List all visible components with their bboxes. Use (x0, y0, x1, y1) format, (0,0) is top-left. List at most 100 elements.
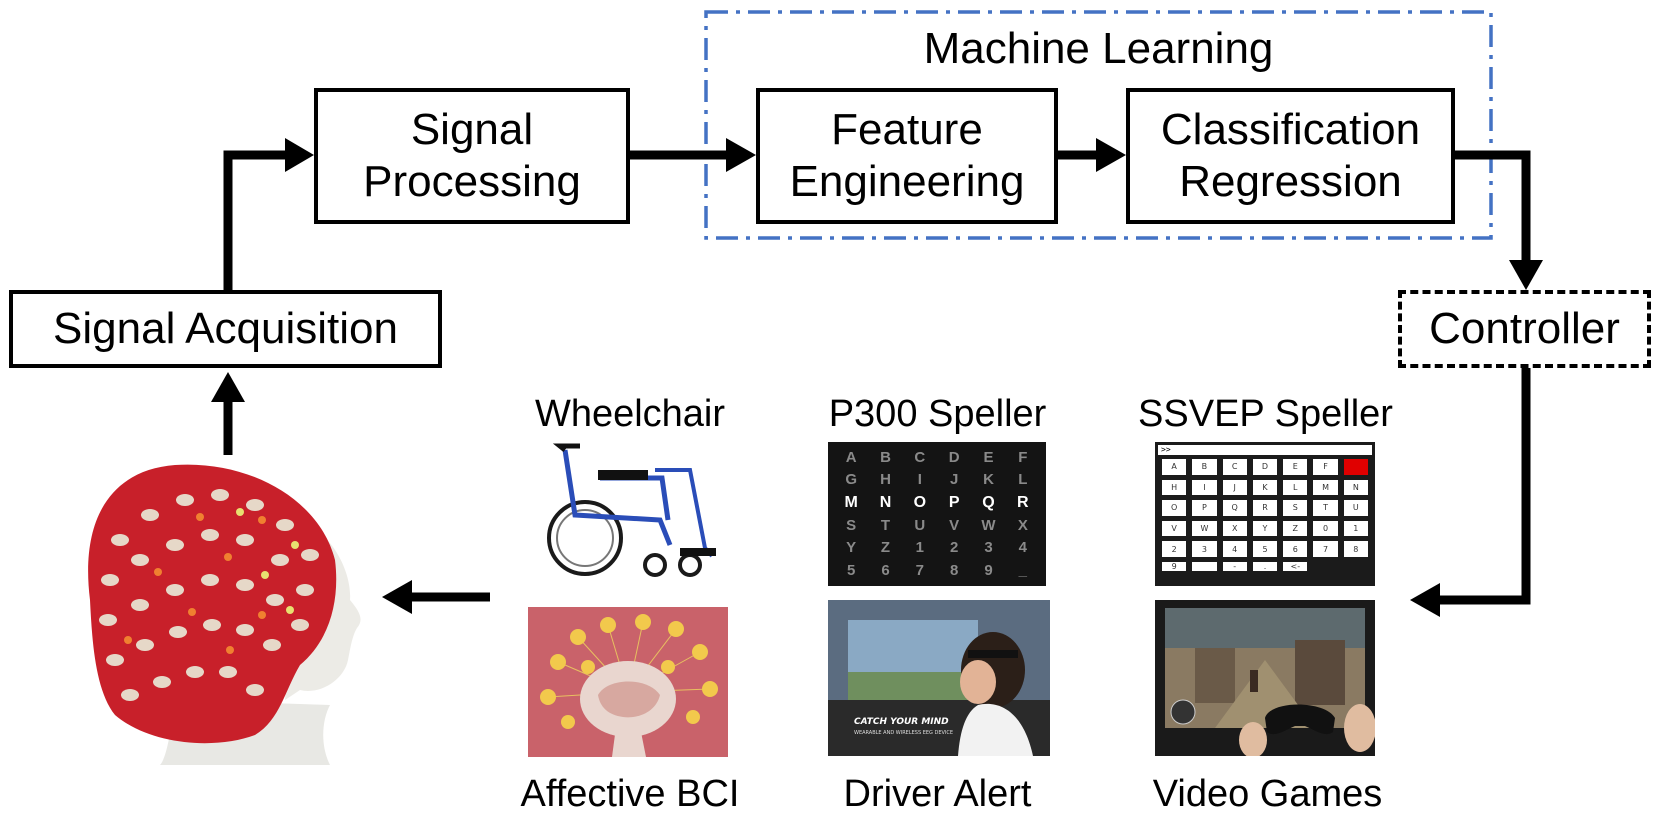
classification-regression-box: Classification Regression (1126, 88, 1455, 224)
ssvep-key: . (1252, 562, 1278, 571)
ssvep-key: 3 (1192, 541, 1217, 557)
ssvep-key: 8 (1343, 541, 1368, 557)
p300-cell: L (1018, 471, 1028, 489)
p300-cell: 7 (915, 562, 924, 580)
p300-cell: X (1017, 516, 1028, 534)
ssvep-key: C (1222, 459, 1247, 475)
p300-cell: D (948, 448, 960, 466)
ssvep-key: S (1283, 500, 1308, 516)
p300-cell: 8 (949, 562, 959, 580)
affective-bci-image (528, 607, 728, 757)
p300-cell: 3 (984, 539, 993, 557)
ssvep-key: V (1162, 520, 1187, 537)
ssvep-key: - (1222, 562, 1247, 571)
controller-box: Controller (1398, 290, 1651, 368)
p300-cell: W (981, 516, 996, 534)
ssvep-key: K (1252, 479, 1278, 496)
ssvep-speller-caption: SSVEP Speller (1138, 393, 1393, 435)
ssvep-key: 7 (1313, 541, 1338, 557)
video-games-image (1155, 600, 1375, 756)
p300-cell: B (880, 448, 891, 466)
ssvep-key: 9 (1162, 562, 1187, 571)
arrow-classification-to-controller (1455, 150, 1543, 290)
wheelchair-caption: Wheelchair (534, 393, 726, 435)
regression-label-line2: Regression (1179, 157, 1402, 206)
p300-cell: O (913, 493, 927, 511)
arrow-processing-to-feature (630, 138, 756, 172)
signal-processing-box: Signal Processing (314, 88, 630, 224)
cap-electrodes-orange (124, 513, 266, 654)
ssvep-key: Z (1283, 520, 1308, 537)
ssvep-key: O (1162, 500, 1187, 516)
ssvep-prompt-bar: >> (1158, 445, 1372, 455)
p300-cell: V (949, 516, 960, 534)
video-games-caption: Video Games (1152, 773, 1383, 815)
p300-cell: 1 (915, 539, 924, 557)
signal-acquisition-box: Signal Acquisition (9, 290, 442, 368)
ssvep-key: 1 (1343, 520, 1368, 537)
ssvep-key: B (1192, 459, 1217, 475)
p300-speller-caption: P300 Speller (828, 393, 1047, 435)
ssvep-key: 0 (1313, 520, 1338, 537)
p300-cell: 6 (881, 562, 890, 580)
p300-cell: S (846, 516, 857, 534)
signal-processing-label-line1: Signal (410, 105, 534, 154)
p300-cell: P (948, 493, 960, 511)
p300-cell: 5 (846, 562, 856, 580)
p300-cell: E (983, 448, 994, 466)
ssvep-key: 5 (1252, 541, 1278, 557)
p300-cell: M (844, 493, 858, 511)
controller-label: Controller (1429, 304, 1620, 353)
arrow-feature-to-classification (1058, 138, 1126, 172)
p300-cell: 2 (949, 539, 959, 557)
machine-learning-region (704, 10, 1493, 240)
p300-cell: U (914, 516, 926, 534)
p300-cell: I (917, 471, 922, 489)
wheelchair-illustration (547, 443, 716, 577)
p300-cell: G (845, 471, 857, 489)
p300-cell: H (880, 471, 891, 489)
p300-cell: 4 (1018, 539, 1027, 557)
classification-label-line1: Classification (1160, 105, 1421, 154)
p300-cell: Z (880, 539, 891, 557)
ssvep-key: Y (1252, 520, 1278, 537)
ssvep-key: R (1252, 500, 1278, 516)
driver-alert-caption: Driver Alert (843, 773, 1032, 815)
ssvep-key: 6 (1283, 541, 1308, 557)
eeg-cap-head-illustration (88, 464, 361, 765)
p300-cell: J (949, 471, 959, 489)
ssvep-key: X (1222, 520, 1247, 537)
p300-cell: _ (1018, 562, 1027, 580)
driver-overlay-line2: WEARABLE AND WIRELESS EEG DEVICE (854, 730, 953, 736)
ssvep-key: T (1313, 500, 1338, 516)
p300-cell: T (880, 516, 891, 534)
ssvep-key: 4 (1222, 541, 1247, 557)
ssvep-key: <- (1283, 562, 1308, 571)
ssvep-key: Q (1222, 500, 1247, 516)
affective-brain-emoji-art (540, 614, 718, 757)
p300-cell: Y (846, 539, 857, 557)
p300-cell: Q (982, 493, 995, 511)
ssvep-key: I (1192, 479, 1217, 496)
cap-electrodes (99, 489, 319, 701)
ssvep-key: W (1192, 520, 1217, 537)
signal-acquisition-label: Signal Acquisition (53, 304, 398, 353)
ssvep-key: L (1283, 479, 1308, 496)
feature-engineering-label-line2: Engineering (789, 157, 1025, 206)
p300-cell: R (1017, 493, 1029, 511)
ssvep-key (1192, 562, 1217, 571)
p300-cell: K (983, 471, 994, 489)
ssvep-key: M (1313, 479, 1338, 496)
arrow-user-to-acquisition (211, 372, 245, 455)
cap-electrodes-yellow (236, 508, 299, 614)
p300-cell: 9 (984, 562, 993, 580)
arrow-controller-to-applications (1410, 368, 1531, 617)
ssvep-key: F (1313, 459, 1338, 475)
p300-cell: N (879, 493, 892, 511)
p300-cell: A (845, 448, 857, 466)
ssvep-key: D (1252, 459, 1278, 475)
driver-overlay-line1: CATCH YOUR MIND (854, 717, 949, 727)
